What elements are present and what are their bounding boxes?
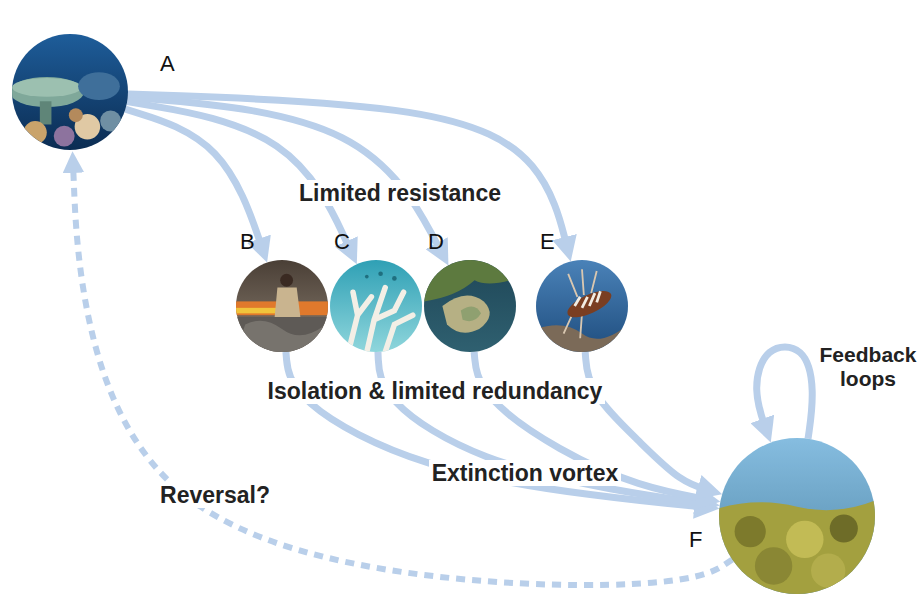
node-letter: A <box>160 52 175 76</box>
photo-illustration <box>719 438 875 594</box>
photo-detail <box>575 291 601 308</box>
photo-ground <box>424 260 516 352</box>
photo-ground <box>536 260 628 352</box>
photo-detail <box>78 72 120 100</box>
node-letter: D <box>428 230 444 254</box>
photo-detail <box>236 321 328 352</box>
arrow-connector <box>128 97 444 257</box>
photo-illustration <box>12 34 128 150</box>
node-letter: C <box>334 230 350 254</box>
photo-detail <box>378 272 383 277</box>
node-letter: E <box>540 230 555 254</box>
photo-detail <box>280 274 293 287</box>
photo-detail <box>348 288 412 352</box>
diagram-label: Limited resistance <box>296 180 504 206</box>
photo-detail <box>811 553 845 587</box>
photo-detail <box>275 288 301 317</box>
arrow-connector <box>73 160 732 585</box>
photo-detail <box>461 307 481 322</box>
photo-detail <box>24 121 47 144</box>
photo-detail <box>786 521 823 558</box>
photo-illustration <box>330 260 422 352</box>
photo-detail <box>365 275 369 279</box>
photo-detail <box>735 516 766 547</box>
photo-circle: B <box>236 260 328 352</box>
diagram-label: Isolation & limited redundancy <box>265 378 606 404</box>
photo-ground <box>330 260 422 352</box>
diagram-label: Extinction vortex <box>429 460 622 486</box>
photo-detail <box>236 317 328 354</box>
edge-label: Feedback loops <box>816 343 920 391</box>
photo-detail <box>755 547 792 584</box>
photo-detail <box>54 126 75 147</box>
photo-illustration <box>424 260 516 352</box>
photo-detail <box>442 295 489 332</box>
photo-detail <box>40 101 52 124</box>
photo-ground <box>12 34 128 150</box>
photo-detail <box>392 276 397 281</box>
photo-circle: A <box>12 34 128 150</box>
photo-detail <box>536 324 628 352</box>
photo-detail <box>12 78 82 97</box>
photo-circle: E <box>536 260 628 352</box>
photo-detail <box>830 514 858 542</box>
photo-ground <box>719 438 875 594</box>
node-letter: B <box>240 230 255 254</box>
photo-circle: D <box>424 260 516 352</box>
photo-detail <box>100 111 121 132</box>
photo-detail <box>719 500 875 594</box>
photo-circle: F <box>719 438 875 594</box>
arrow-connector <box>378 352 710 504</box>
photo-detail <box>564 286 615 323</box>
photo-detail <box>424 260 516 301</box>
node-letter: F <box>689 528 702 552</box>
photo-ground <box>236 260 328 352</box>
photo-detail <box>69 108 83 122</box>
photo-circle: C <box>330 260 422 352</box>
photo-illustration <box>236 260 328 352</box>
arrow-connector <box>757 347 813 439</box>
arrow-connector <box>128 94 568 252</box>
photo-illustration <box>536 260 628 352</box>
edge-label: Reversal? <box>158 482 272 508</box>
